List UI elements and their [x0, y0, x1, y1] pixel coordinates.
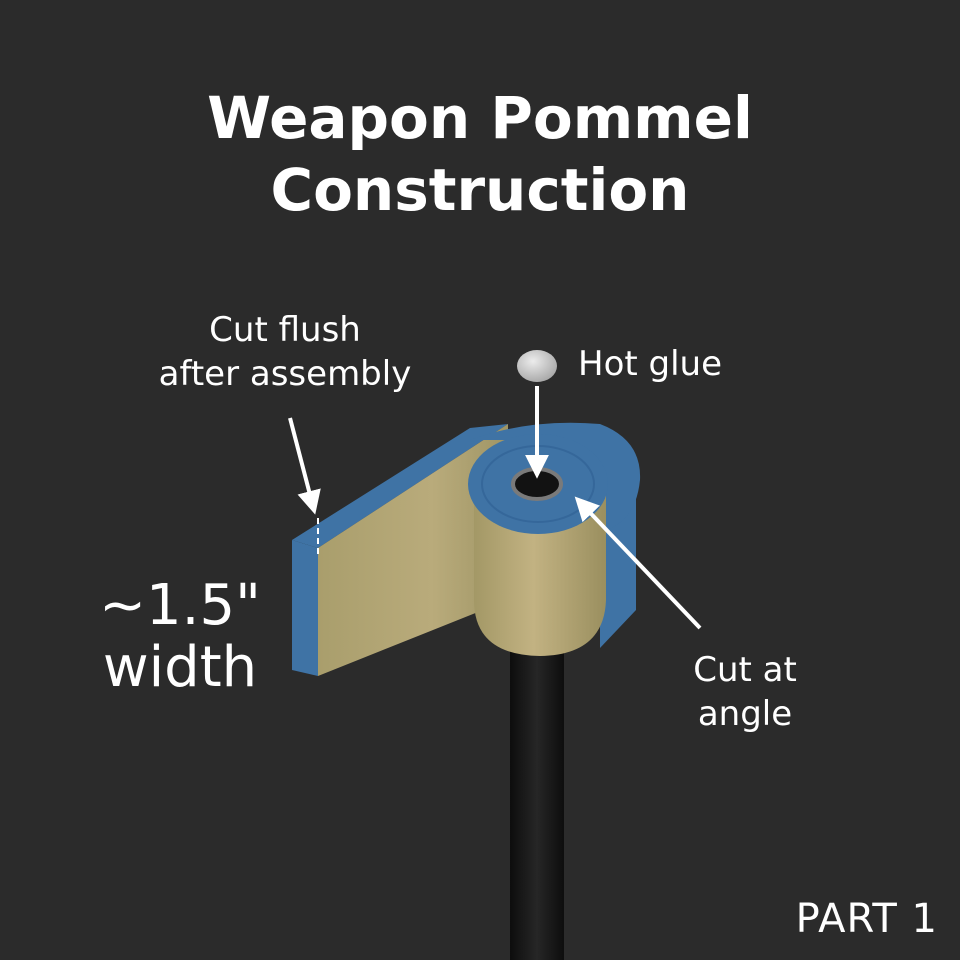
- arrow-cut-angle: [574, 496, 702, 630]
- label-cut-flush: Cut flush after assembly: [130, 308, 440, 396]
- label-width-line-1: ~1.5": [99, 573, 261, 638]
- foam-strip-edge: [292, 540, 318, 676]
- label-cut-angle-line-1: Cut at: [693, 650, 797, 690]
- label-cut-flush-line-2: after assembly: [158, 354, 412, 394]
- arrow-cut-flush: [288, 417, 321, 515]
- glue-dot: [517, 350, 557, 382]
- foam-strip-top: [292, 424, 508, 548]
- label-width: ~1.5" width: [80, 575, 280, 699]
- label-cut-angle-line-2: angle: [697, 694, 793, 734]
- foam-roll-outer-wrap: [470, 422, 641, 530]
- label-cut-angle: Cut at angle: [660, 648, 830, 736]
- title-line-1: Weapon Pommel: [207, 84, 753, 152]
- foam-strip-face: [318, 424, 508, 676]
- title-line-2: Construction: [270, 156, 690, 224]
- core-rod: [510, 600, 564, 960]
- page-title: Weapon Pommel Construction: [0, 82, 960, 226]
- label-cut-flush-line-1: Cut flush: [209, 310, 361, 350]
- label-width-line-2: width: [102, 635, 258, 700]
- label-hot-glue: Hot glue: [578, 344, 723, 384]
- part-label: PART 1: [795, 896, 938, 942]
